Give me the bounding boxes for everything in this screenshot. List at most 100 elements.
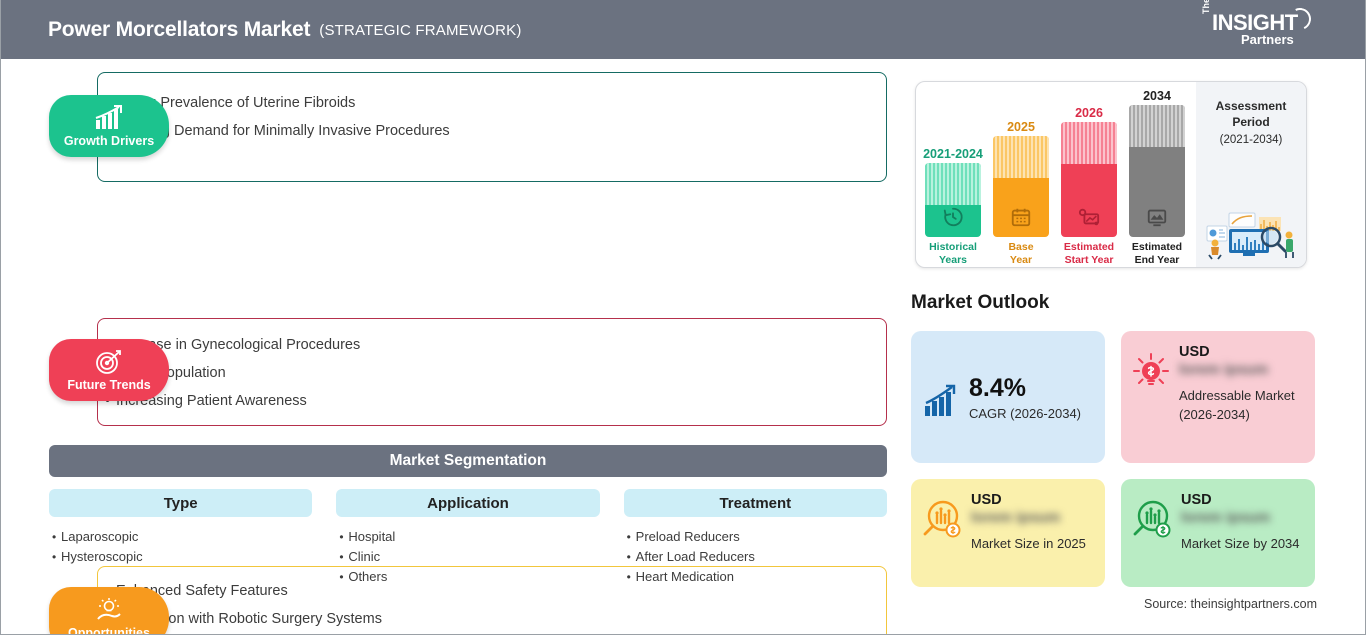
segmentation-column-type: Type • Laparoscopic • Hysteroscopic [49, 489, 313, 629]
segmentation-header-label: Treatment [719, 494, 792, 512]
outlook-card-cagr-text: 8.4% CAGR (2026-2034) [969, 374, 1081, 423]
segmentation-header-treatment: Treatment [623, 489, 887, 517]
chart-bar-historical-years: 2021-2024 Historical Years [923, 147, 983, 267]
forecast-gear-icon [1078, 206, 1100, 228]
list-item-label: Growing Demand for Minimally Invasive Pr… [116, 123, 450, 139]
factor-card-opportunities [97, 566, 887, 634]
chart-bar-stripes [925, 163, 981, 205]
list-item-label: Hospital [348, 529, 396, 544]
list-item: • Rising Prevalence of Uterine Fibroids [105, 89, 765, 117]
badge-opportunities[interactable]: Opportunities [49, 587, 169, 635]
chart-bar-base-year: 2025 Base Year [992, 120, 1050, 267]
cagr-value: 8.4% [969, 373, 1026, 402]
list-item: • Hysteroscopic [52, 547, 312, 567]
target-dart-icon [94, 349, 124, 375]
bar-chart-growth-icon [92, 104, 126, 131]
segmentation-list-application: • Hospital • Clinic • Others [336, 527, 599, 587]
segmentation-list-treatment: • Preload Reducers • After Load Reducers… [624, 527, 887, 587]
list-item-label: Clinic [348, 549, 381, 564]
magnifier-chart-dollar-icon [1131, 499, 1173, 539]
list-item-label: Increasing Patient Awareness [116, 393, 307, 409]
bullet-dot-icon: • [626, 550, 631, 564]
bullet-dot-icon: • [339, 570, 344, 584]
segmentation-list-type: • Laparoscopic • Hysteroscopic [49, 527, 312, 567]
badge-growth-drivers[interactable]: Growth Drivers [49, 95, 169, 157]
assessment-period-title: Assessment Period [1215, 99, 1287, 129]
chart-bar-stripes [993, 136, 1049, 178]
bar-chart-arrow-icon [921, 384, 961, 420]
assessment-period-range: (2021-2034) [1219, 134, 1283, 146]
insight-partners-logo: The INSIGHT Partners [1201, 0, 1315, 52]
outlook-card-cagr: 8.4% CAGR (2026-2034) [911, 331, 1105, 463]
outlook-card-addressable-text: USD lorem ipsum Addressable Market (2026… [1179, 343, 1305, 424]
page-subtitle: (STRATEGIC FRAMEWORK) [319, 22, 522, 39]
badge-label-opportunities: Opportunities [68, 625, 150, 635]
chart-bar-shape [993, 136, 1049, 237]
list-item: • Preload Reducers [627, 527, 887, 547]
lightbulb-hand-icon [93, 597, 125, 623]
segmentation-header-application: Application [336, 489, 600, 517]
chart-bars-area: 2021-2024 Historical Years [916, 82, 1198, 267]
cagr-caption: CAGR (2026-2034) [969, 405, 1081, 421]
blurred-value: lorem ipsum [971, 509, 1061, 526]
segmentation-header-label: Type [163, 494, 198, 512]
chart-bar-caption: Estimated Start Year [1063, 241, 1115, 266]
bullet-dot-icon: • [339, 550, 344, 564]
list-item: • After Load Reducers [627, 547, 887, 567]
factor-row-growth-drivers: Growth Drivers • Rising Prevalence of Ut… [1, 59, 901, 187]
currency-label: USD [1179, 344, 1210, 360]
assessment-period-chart: 2021-2024 Historical Years [915, 81, 1307, 268]
currency-label: USD [971, 492, 1002, 508]
badge-label-growth-drivers: Growth Drivers [63, 133, 155, 148]
chart-bar-caption: Estimated End Year [1131, 241, 1183, 266]
card-caption: Market Size by 2034 [1181, 536, 1300, 551]
chart-bar-year-label: 2034 [1143, 89, 1171, 103]
bullet-dot-icon: • [626, 530, 631, 544]
list-item-label: Laparoscopic [61, 529, 139, 544]
market-segmentation-title: Market Segmentation [389, 452, 547, 469]
bullet-dot-icon: • [105, 393, 111, 409]
chart-bar-estimated-start-year: 2026 Estimated Start Year [1060, 106, 1118, 267]
analytics-illustration-icon [1206, 212, 1294, 260]
list-item-label: Increase in Gynecological Procedures [116, 337, 361, 353]
lightbulb-dollar-icon [1131, 351, 1171, 393]
list-item-label: Rising Prevalence of Uterine Fibroids [116, 95, 356, 111]
list-item-label: Preload Reducers [635, 529, 740, 544]
magnifier-chart-dollar-icon [921, 499, 963, 539]
list-item-label: After Load Reducers [635, 549, 755, 564]
list-item-label: Others [348, 569, 388, 584]
list-item: • Increasing Patient Awareness [105, 387, 765, 415]
chart-bar-shape [1061, 122, 1117, 237]
list-item: • Growing Demand for Minimally Invasive … [105, 117, 765, 145]
bullet-list-growth-drivers: • Rising Prevalence of Uterine Fibroids … [105, 89, 765, 145]
factor-row-opportunities: Opportunities • Enhanced Safety Features… [1, 305, 901, 634]
list-item-label: Integration with Robotic Surgery Systems [116, 611, 382, 627]
chart-bar-shape [1129, 105, 1185, 237]
bullet-dot-icon: • [52, 530, 57, 544]
list-item: • Clinic [339, 547, 599, 567]
segmentation-column-treatment: Treatment • Preload Reducers • After Loa… [623, 489, 887, 629]
list-item: • Others [339, 567, 599, 587]
chart-bar-caption: Historical Years [929, 241, 977, 266]
history-clock-icon [942, 206, 964, 228]
assessment-period-summary: Assessment Period (2021-2034) [1196, 82, 1306, 267]
segmentation-header-label: Application [427, 494, 509, 512]
right-panel: 2021-2024 Historical Years [901, 59, 1365, 634]
outlook-card-market-size-2034-text: USD lorem ipsum Market Size by 2034 [1181, 491, 1300, 553]
list-item-label: Hysteroscopic [61, 549, 143, 564]
bullet-dot-icon: • [52, 550, 57, 564]
badge-label-future-trends: Future Trends [67, 377, 151, 392]
chart-bar-caption: Base Year [1008, 241, 1034, 266]
segmentation-column-application: Application • Hospital • Clinic • Others [336, 489, 600, 629]
outlook-card-addressable-market: USD lorem ipsum Addressable Market (2026… [1121, 331, 1315, 463]
chart-bar-year-label: 2021-2024 [923, 147, 983, 161]
badge-future-trends[interactable]: Future Trends [49, 339, 169, 401]
factor-card-growth-drivers [97, 72, 887, 182]
factor-row-future-trends: Future Trends • Increase in Gynecologica… [1, 182, 901, 426]
market-segmentation-header: Market Segmentation [49, 445, 887, 477]
image-report-icon [1146, 206, 1168, 228]
calendar-icon [1010, 206, 1032, 228]
list-item: • Hospital [339, 527, 599, 547]
chart-bar-shape [925, 163, 981, 237]
